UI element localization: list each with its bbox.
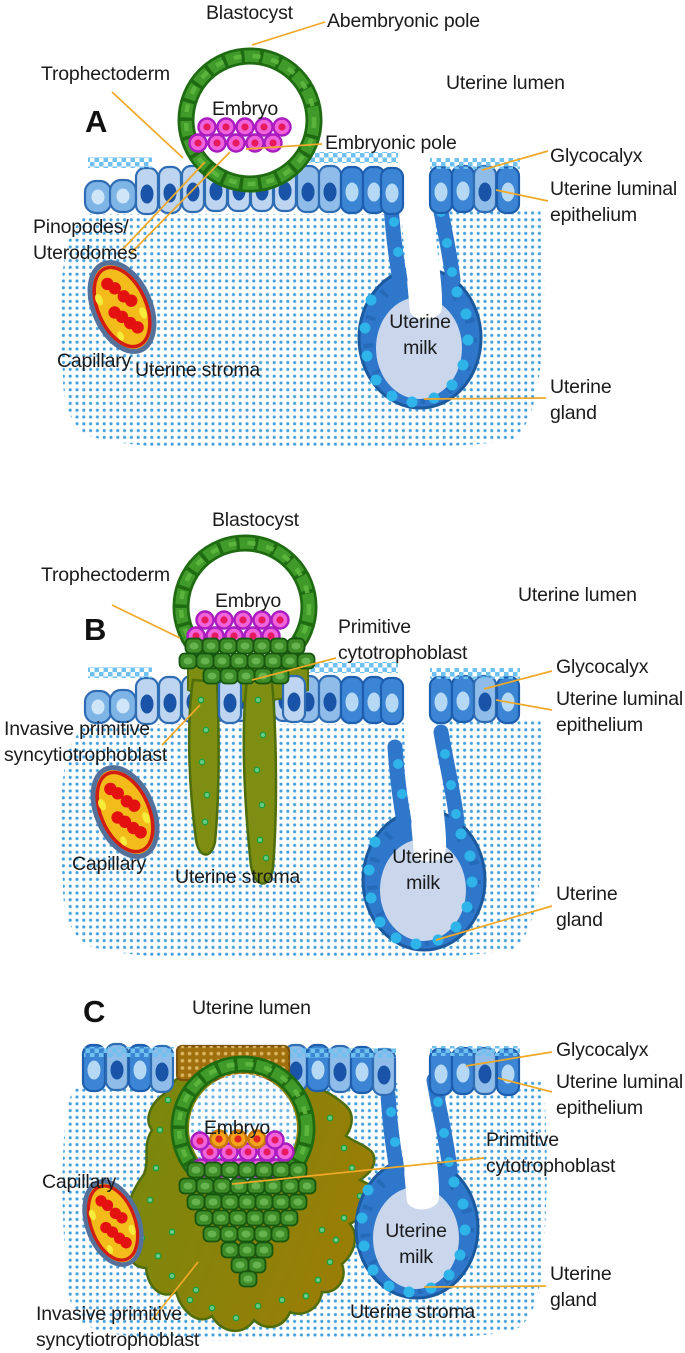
label-uterine-gland-c: Uterine gland [550, 1263, 612, 1311]
label-glycocalyx-a: Glycocalyx [550, 145, 643, 167]
label-uterine-lumen-a: Uterine lumen [446, 72, 565, 94]
label-uterine-milk-b: Uterine milk [392, 846, 454, 894]
label-invasive-syncytiotrophoblast-c: Invasive primitive syncytiotrophoblast [36, 1303, 200, 1351]
uterine-luminal-epithelium-c [81, 1042, 521, 1097]
label-uterine-luminal-epithelium-b: Uterine luminal epithelium [556, 688, 684, 736]
label-uterine-gland-b: Uterine gland [556, 883, 618, 931]
leader-lines-c [151, 1051, 553, 1321]
label-uterine-lumen-c: Uterine lumen [192, 997, 311, 1019]
label-glycocalyx-b: Glycocalyx [556, 656, 649, 678]
label-uterine-milk-c: Uterine milk [385, 1220, 447, 1268]
label-uterine-gland-a: Uterine gland [550, 376, 612, 424]
label-primitive-cytotrophoblast-b: Primitive cytotrophoblast [338, 616, 468, 664]
label-pinopodes-uterodomes: Pinopodes/ Uterodomes [33, 216, 138, 264]
label-embryo-a: Embryo [212, 98, 278, 120]
label-primitive-cytotrophoblast-c: Primitive cytotrophoblast [486, 1129, 616, 1177]
leader-lines-b [111, 604, 553, 941]
panel-letter-c: C [83, 994, 106, 1029]
label-capillary-c: Capillary [42, 1171, 117, 1193]
leader-lines-a [111, 21, 549, 400]
label-trophectoderm-b: Trophectoderm [41, 564, 170, 586]
label-glycocalyx-c: Glycocalyx [556, 1039, 649, 1061]
label-uterine-luminal-epithelium-c: Uterine luminal epithelium [556, 1071, 684, 1119]
label-blastocyst-a: Blastocyst [206, 2, 293, 24]
label-uterine-stroma-b: Uterine stroma [175, 866, 301, 888]
label-capillary-b: Capillary [72, 853, 147, 875]
panel-b-art [60, 543, 553, 959]
label-uterine-milk-a: Uterine milk [389, 311, 451, 359]
label-uterine-lumen-b: Uterine lumen [518, 584, 637, 606]
panel-letter-b: B [84, 612, 107, 647]
panel-c-art [62, 1042, 553, 1341]
label-embryo-c: Embryo [204, 1117, 270, 1139]
label-embryonic-pole: Embryonic pole [325, 132, 457, 154]
label-capillary-a: Capillary [57, 350, 132, 372]
panel-letter-a: A [85, 104, 108, 139]
panel-a-art [60, 21, 549, 449]
label-trophectoderm-a: Trophectoderm [41, 63, 170, 85]
label-invasive-syncytiotrophoblast-b: Invasive primitive syncytiotrophoblast [4, 718, 168, 766]
label-uterine-luminal-epithelium-a: Uterine luminal epithelium [550, 178, 678, 226]
label-blastocyst-b: Blastocyst [212, 509, 299, 531]
label-uterine-stroma-a: Uterine stroma [135, 359, 261, 381]
label-embryo-b: Embryo [215, 590, 281, 612]
label-abembryonic-pole: Abembryonic pole [327, 10, 480, 32]
label-uterine-stroma-c: Uterine stroma [350, 1301, 476, 1323]
